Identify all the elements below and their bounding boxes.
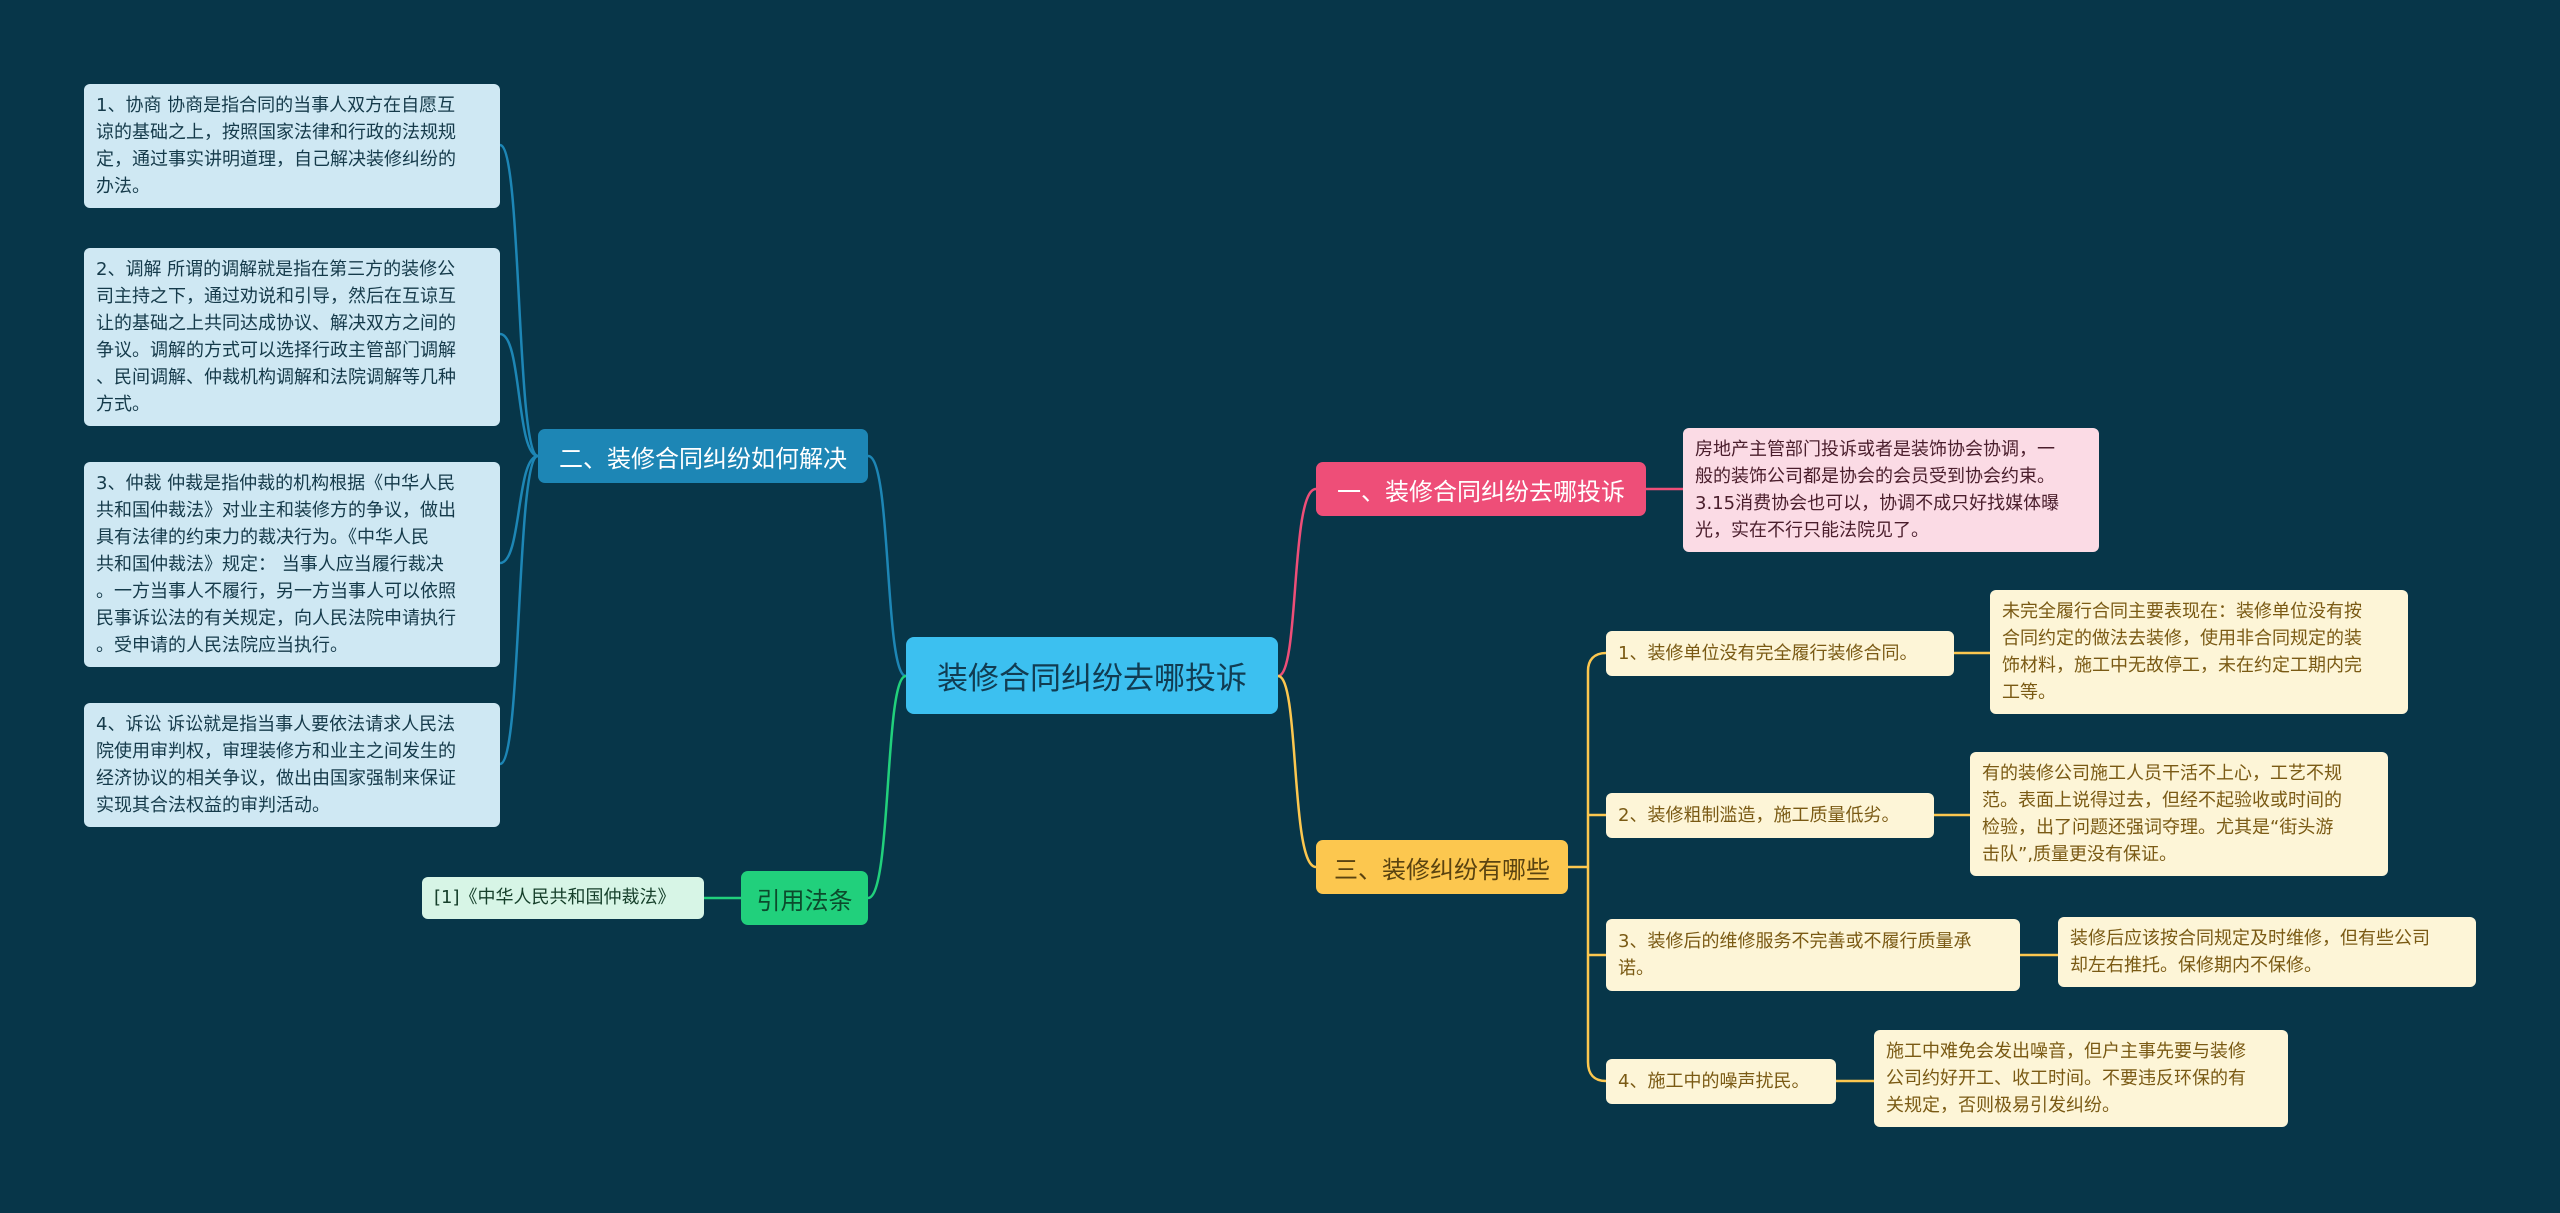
link-blue-item-3 [499, 454, 539, 565]
types-item-1[interactable]: 1、装修单位没有完全履行装修合同。 [1606, 631, 1954, 676]
branch-complaint[interactable]: 一、装修合同纠纷去哪投诉 [1316, 462, 1646, 516]
link-blue-item-1 [498, 143, 540, 458]
link-blue-item-2 [499, 332, 539, 458]
link-gold-spine [1586, 651, 1607, 1083]
link-root-pink [1277, 487, 1317, 678]
solve-item-negotiation[interactable]: 1、协商 协商是指合同的当事人双方在自愿互 谅的基础之上，按照国家法律和行政的法… [84, 84, 500, 208]
link-root-blue [867, 454, 907, 678]
complaint-detail[interactable]: 房地产主管部门投诉或者是装饰协会协调，一 般的装饰公司都是协会的会员受到协会约束… [1683, 428, 2099, 552]
types-detail-4[interactable]: 施工中难免会发出噪音，但户主事先要与装修 公司约好开工、收工时间。不要违反环保的… [1874, 1030, 2288, 1127]
solve-item-litigation[interactable]: 4、诉讼 诉讼就是指当事人要依法请求人民法 院使用审判权，审理装修方和业主之间发… [84, 703, 500, 827]
link-root-green [867, 674, 907, 900]
solve-item-mediation[interactable]: 2、调解 所谓的调解就是指在第三方的装修公 司主持之下，通过劝说和引导，然后在互… [84, 248, 500, 426]
types-item-3[interactable]: 3、装修后的维修服务不完善或不履行质量承 诺。 [1606, 919, 2020, 991]
types-detail-3[interactable]: 装修后应该按合同规定及时维修，但有些公司 却左右推托。保修期内不保修。 [2058, 917, 2476, 987]
law-item-arbitration-act[interactable]: [1]《中华人民共和国仲裁法》 [422, 877, 704, 919]
branch-solve[interactable]: 二、装修合同纠纷如何解决 [538, 429, 868, 483]
types-detail-1[interactable]: 未完全履行合同主要表现在：装修单位没有按 合同约定的做法去装修，使用非合同规定的… [1990, 590, 2408, 714]
link-root-gold [1277, 674, 1317, 869]
solve-item-arbitration[interactable]: 3、仲裁 仲裁是指仲裁的机构根据《中华人民 共和国仲裁法》对业主和装修方的争议，… [84, 462, 500, 667]
types-item-2[interactable]: 2、装修粗制滥造，施工质量低劣。 [1606, 793, 1934, 838]
root-topic[interactable]: 装修合同纠纷去哪投诉 [906, 637, 1278, 714]
link-blue-item-4 [498, 454, 540, 766]
branch-types[interactable]: 三、装修纠纷有哪些 [1316, 840, 1568, 894]
types-item-4[interactable]: 4、施工中的噪声扰民。 [1606, 1059, 1836, 1104]
branch-law[interactable]: 引用法条 [741, 871, 868, 925]
types-detail-2[interactable]: 有的装修公司施工人员干活不上心，工艺不规 范。表面上说得过去，但经不起验收或时间… [1970, 752, 2388, 876]
